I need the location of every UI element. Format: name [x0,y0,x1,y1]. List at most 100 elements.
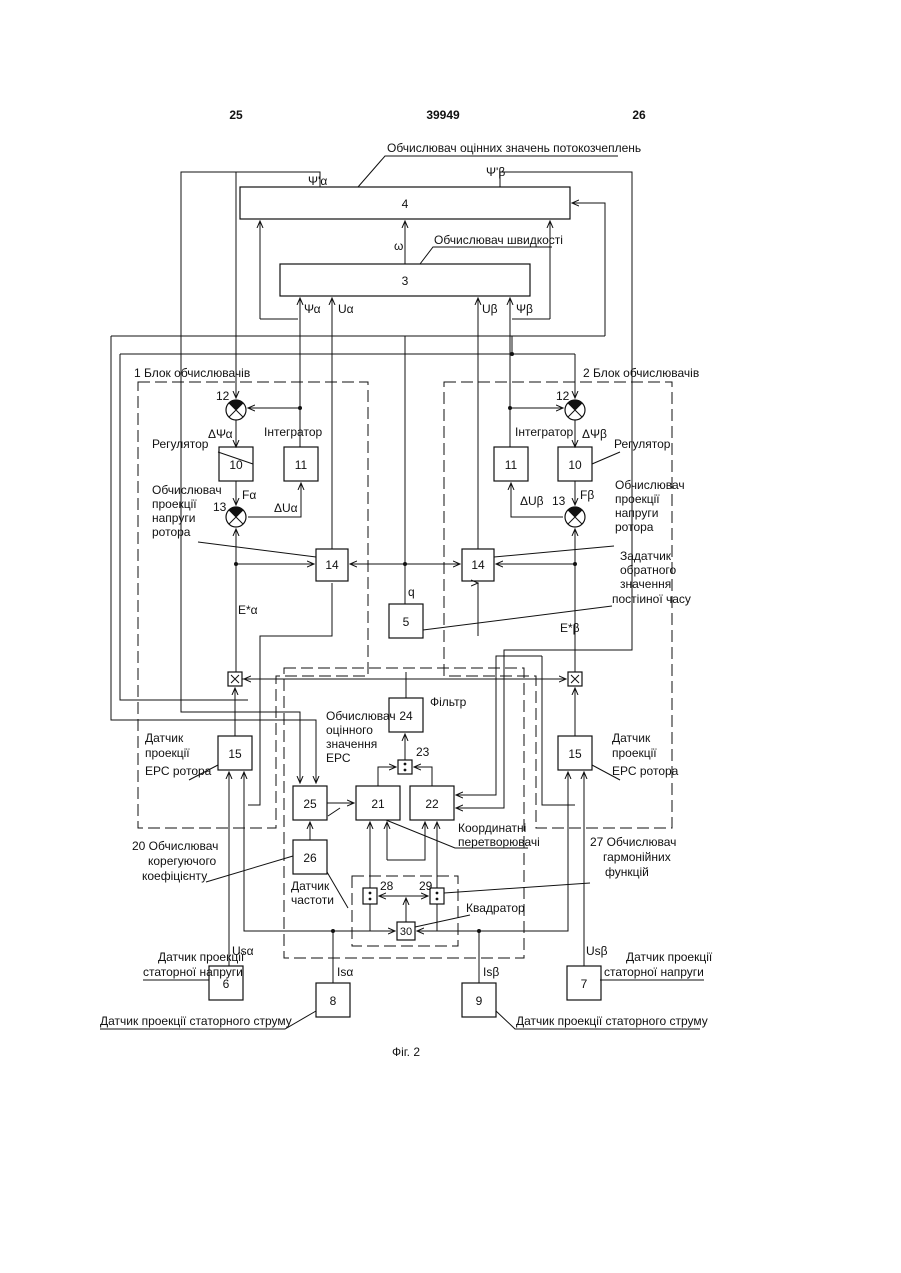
svg-text:ротора: ротора [615,520,654,534]
signal-du-a: ΔUα [274,501,298,515]
svg-text:Обчислювач: Обчислювач [326,709,396,723]
svg-text:Координатні: Координатні [458,821,526,835]
svg-text:значення: значення [620,577,671,591]
svg-text:корегуючого: корегуючого [148,854,217,868]
svg-text:Обчислювач: Обчислювач [152,483,222,497]
svg-text:перетворювачі: перетворювачі [458,835,540,849]
label-28: 28 [380,879,394,893]
label-rotor-voltage-left: Обчислювач проекції напруги ротора [152,483,222,539]
svg-text:оцінного: оцінного [326,723,373,737]
block-22-number: 22 [425,797,439,811]
label-emf-sensor-right: Датчик проекції ЕРС ротора [612,731,679,778]
svg-text:Обчислювач: Обчислювач [615,478,685,492]
label-frequency-sensor: Датчик частоти [291,879,334,907]
svg-text:Датчик: Датчик [145,731,184,745]
label-squarer: Квадратор [466,901,525,915]
svg-text:ЕРС ротора: ЕРС ротора [612,764,679,778]
signal-dpsi-a: ΔΨα [208,427,233,441]
svg-text:статорної напруги: статорної напруги [604,965,704,979]
label-integrator-left: Інтегратор [264,425,322,439]
label-stator-voltage-sensor-left: Датчик проекції статорної напруги [143,950,245,979]
patent-number: 39949 [426,108,460,122]
summator-13-left [226,507,246,527]
svg-text:Датчик проекції: Датчик проекції [158,950,245,964]
label-emf-estimator: Обчислювач оцінного значення ЕРС [326,709,396,765]
signal-f-a: Fα [242,488,256,502]
block-9-number: 9 [476,994,483,1008]
svg-text:20 Обчислювач: 20 Обчислювач [132,839,218,853]
label-stator-current-sensor-right: Датчик проекції статорного струму [516,1014,708,1028]
svg-text:коефіцієнту: коефіцієнту [142,869,207,883]
svg-text:обратного: обратного [620,563,677,577]
svg-text:проекції: проекції [145,746,190,760]
signal-omega: ω [394,239,403,253]
signal-us-b: Usβ [586,944,608,958]
page-number-right: 26 [632,108,646,122]
signal-u-b: Uβ [482,302,498,316]
label-12-left: 12 [216,389,230,403]
block-5-number: 5 [403,615,410,629]
block-4-number: 4 [402,197,409,211]
label-block-1: 1 Блок обчислювачів [134,366,250,380]
svg-text:27 Обчислювач: 27 Обчислювач [590,835,676,849]
signal-psi-b-est: Ψ'β [486,165,505,179]
svg-text:проекції: проекції [615,492,660,506]
signal-is-a: Isα [337,965,353,979]
label-correction-calculator: 20 Обчислювач корегуючого коефіцієнту [132,839,218,883]
signal-q: q [408,585,415,599]
divider-23 [398,760,412,774]
label-13-right: 13 [552,494,566,508]
signal-e-b: E*β [560,621,580,635]
svg-text:значення: значення [326,737,377,751]
svg-text:гармонійних: гармонійних [603,850,671,864]
svg-text:постіиної часу: постіиної часу [612,592,691,606]
svg-text:Датчик: Датчик [612,731,651,745]
signal-f-b: Fβ [580,488,594,502]
signal-e-a: E*α [238,603,258,617]
page-number-left: 25 [229,108,243,122]
signal-psi-a-est: Ψ'α [308,174,327,188]
block-14-left-number: 14 [325,558,339,572]
label-12-right: 12 [556,389,570,403]
svg-text:напруги: напруги [152,511,195,525]
signal-is-b: Isβ [483,965,499,979]
block-21-number: 21 [371,797,385,811]
label-block-2: 2 Блок обчислювачів [583,366,699,380]
label-regulator-left: Регулятор [152,437,209,451]
label-stator-voltage-sensor-right: Датчик проекції статорної напруги [604,950,713,979]
label-harmonic-calculator: 27 Обчислювач гармонійних функцій [590,835,676,879]
block-8-number: 8 [330,994,337,1008]
svg-text:Датчик проекції: Датчик проекції [626,950,713,964]
signal-u-a: Uα [338,302,354,316]
svg-text:Задатчик: Задатчик [620,549,672,563]
block-15-right-number: 15 [568,747,582,761]
svg-text:ЕРС: ЕРС [326,751,351,765]
label-flux-estimator: Обчислювач оцінних значень потокозчеплен… [387,141,641,155]
divider-28 [363,888,377,904]
svg-text:проекції: проекції [152,497,197,511]
signal-du-b: ΔUβ [520,494,544,508]
block-14-right-number: 14 [471,558,485,572]
block-30-number: 30 [400,926,412,938]
block-24-number: 24 [399,709,413,723]
label-rotor-voltage-right: Обчислювач проекції напруги ротора [615,478,685,534]
figure-caption: Фіг. 2 [392,1045,420,1059]
label-filter: Фільтр [430,695,467,709]
svg-text:ЕРС ротора: ЕРС ротора [145,764,212,778]
signal-psi-a: Ψα [304,302,321,316]
svg-text:функцій: функцій [605,865,649,879]
label-stator-current-sensor-left: Датчик проекції статорного струму [100,1014,292,1028]
block-11-right-number: 11 [505,458,518,472]
block-26-number: 26 [303,851,317,865]
svg-text:напруги: напруги [615,506,658,520]
svg-text:ротора: ротора [152,525,191,539]
block-10-right-number: 10 [568,458,582,472]
label-speed-calculator: Обчислювач швидкості [434,233,563,247]
svg-text:частоти: частоти [291,893,334,907]
block-11-left-number: 11 [295,458,308,472]
block-25-number: 25 [303,797,317,811]
svg-text:проекції: проекції [612,746,657,760]
label-13-left: 13 [213,500,227,514]
label-regulator-right: Регулятор [614,437,671,451]
